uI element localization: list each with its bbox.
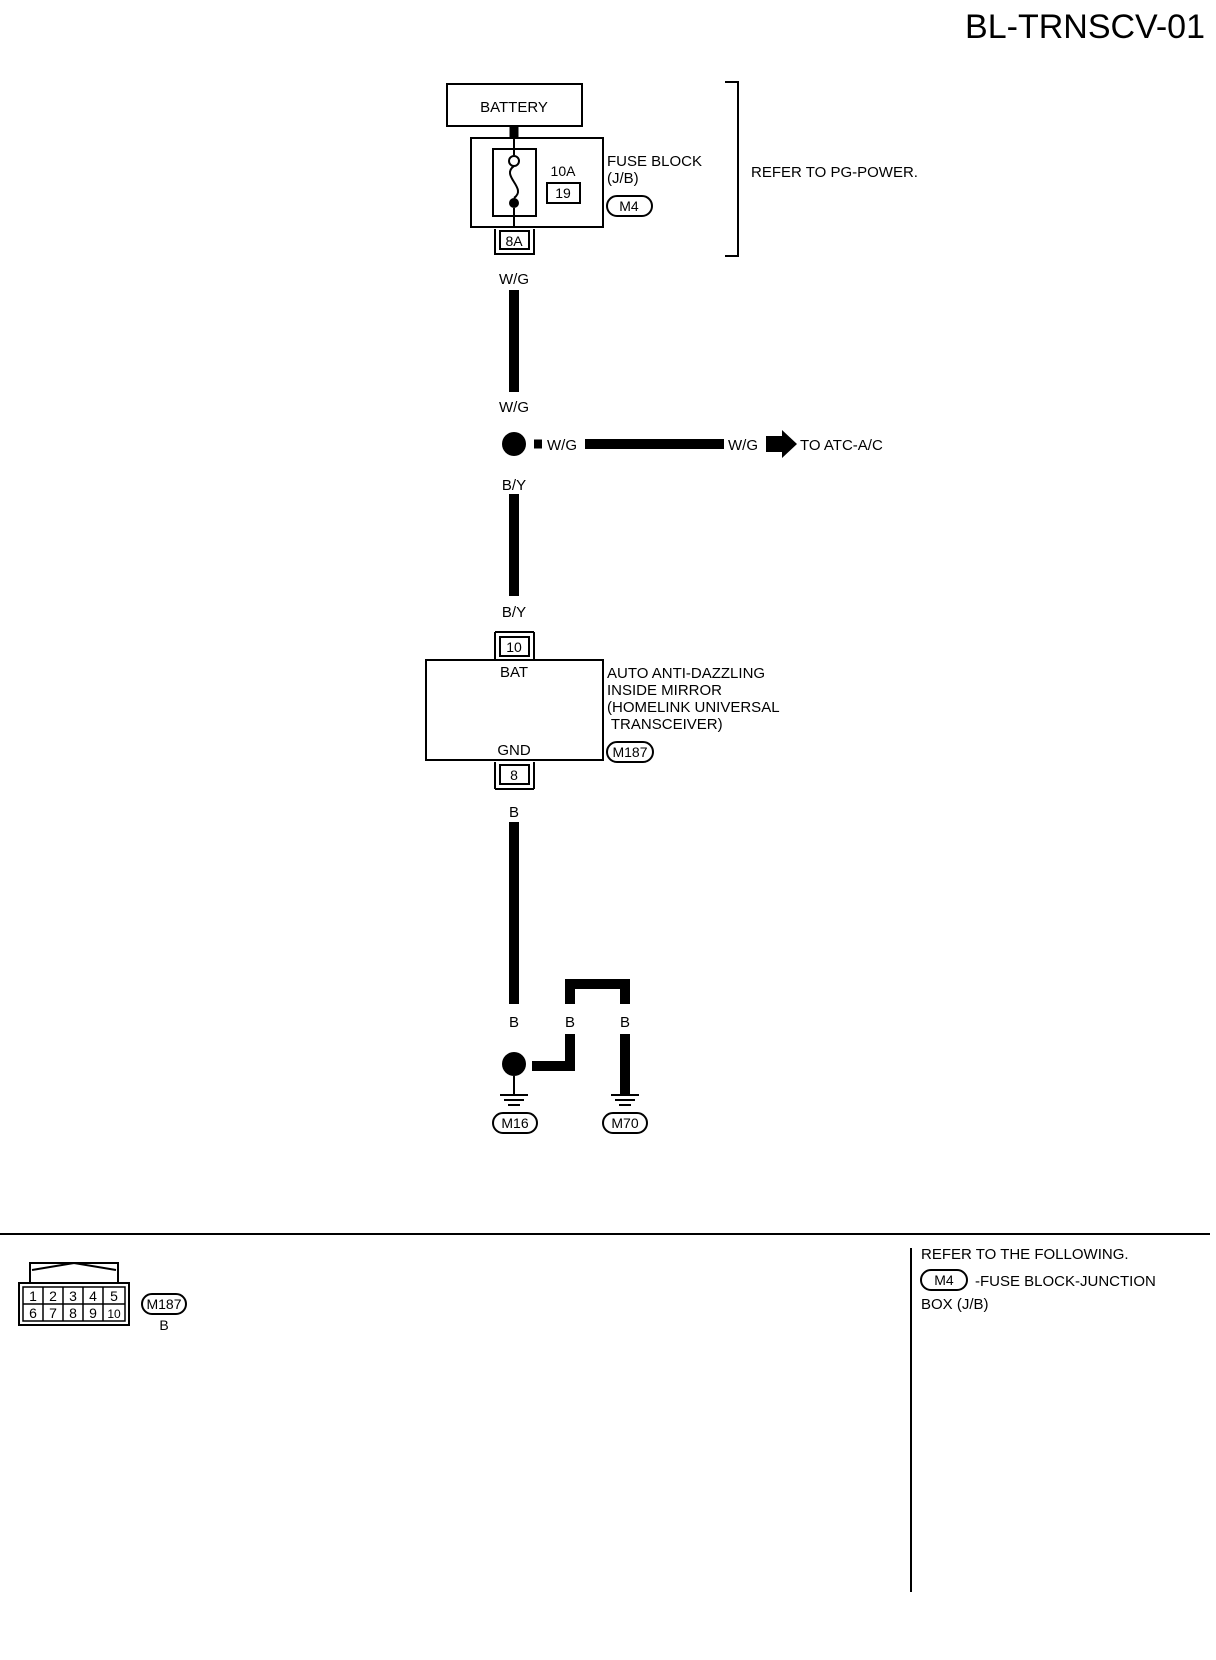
mirror-name-3: (HOMELINK UNIVERSAL bbox=[607, 699, 780, 716]
mirror-gnd-label: GND bbox=[497, 742, 531, 759]
fuse-block: 10A 19 bbox=[470, 137, 604, 228]
fuse-block-name: FUSE BLOCK bbox=[607, 153, 702, 170]
page-title: BL-TRNSCV-01 bbox=[965, 8, 1205, 46]
fuse-block-jb: (J/B) bbox=[607, 170, 639, 187]
wire-color-ground-mid: B bbox=[565, 1014, 575, 1031]
pin-8-box bbox=[499, 764, 530, 785]
fuse-terminal-top bbox=[508, 155, 520, 167]
connector-pin: 3 bbox=[69, 1288, 77, 1304]
connector-pin: 10 bbox=[107, 1307, 121, 1321]
connector-m4-tag bbox=[606, 195, 653, 217]
fuse-icon bbox=[508, 165, 520, 199]
connector-pin: 1 bbox=[29, 1288, 37, 1304]
ground-icon bbox=[500, 1094, 528, 1106]
wire-color-fuse-out: W/G bbox=[499, 271, 529, 288]
connector-m4-label: M4 bbox=[619, 198, 639, 214]
ground-m16-tag bbox=[492, 1112, 538, 1134]
ground-m70-tag bbox=[602, 1112, 648, 1134]
connector-pin: 8 bbox=[69, 1305, 77, 1321]
wire-color-branch-left: W/G bbox=[547, 437, 577, 454]
connector-body bbox=[18, 1282, 130, 1326]
arrow-right-icon bbox=[766, 430, 797, 458]
connector-face-label: M187 bbox=[146, 1296, 181, 1312]
fuse-block-outline bbox=[470, 137, 604, 228]
mirror-name-2: INSIDE MIRROR bbox=[607, 682, 722, 699]
connector-pin: 6 bbox=[29, 1305, 37, 1321]
fuse-rating: 10A bbox=[551, 163, 577, 179]
connector-pin: 5 bbox=[110, 1288, 118, 1304]
ground-splice-point bbox=[502, 1052, 526, 1076]
ground-m70-label: M70 bbox=[611, 1115, 638, 1131]
pin-10-box bbox=[499, 636, 530, 657]
wire-color-ground-splice: B bbox=[509, 1014, 519, 1031]
wire-color-mirror-out: B bbox=[509, 804, 519, 821]
refer-pg-power: REFER TO PG-POWER. bbox=[751, 164, 918, 181]
connector-latch bbox=[29, 1262, 119, 1282]
refer-heading: REFER TO THE FOLLOWING. bbox=[921, 1246, 1129, 1263]
mirror-bat-label: BAT bbox=[500, 664, 528, 681]
mirror-box bbox=[425, 659, 604, 761]
connector-face-m187: 1 2 3 4 5 6 7 8 9 10 bbox=[18, 1261, 130, 1326]
fuse-number-box bbox=[546, 182, 581, 204]
connector-latch-lock bbox=[31, 1261, 117, 1271]
pin-10-bracket bbox=[494, 631, 535, 659]
connector-m187-tag bbox=[606, 741, 654, 763]
wire-color-mirror-in: B/Y bbox=[502, 604, 526, 621]
fuse-terminal-bottom bbox=[509, 198, 519, 208]
ground-icon bbox=[611, 1094, 639, 1106]
terminal-8a-label: 8A bbox=[505, 233, 523, 249]
connector-pin: 7 bbox=[49, 1305, 57, 1321]
connector-face-tag bbox=[141, 1293, 187, 1315]
connector-m187-label: M187 bbox=[612, 744, 647, 760]
pin-8-bracket bbox=[494, 762, 535, 790]
wire-color-splice-out: B/Y bbox=[502, 477, 526, 494]
ground-m16-label: M16 bbox=[501, 1115, 528, 1131]
mirror-name-1: AUTO ANTI-DAZZLING bbox=[607, 665, 765, 682]
wire-b-to-splice bbox=[532, 1034, 575, 1071]
splice-point bbox=[502, 432, 526, 456]
pin-8-label: 8 bbox=[510, 767, 518, 783]
wire-color-ground-right: B bbox=[620, 1014, 630, 1031]
refer-m4-tag bbox=[920, 1269, 968, 1291]
connector-pin: 2 bbox=[49, 1288, 57, 1304]
pin-10-label: 10 bbox=[506, 639, 522, 655]
terminal-8a-bracket bbox=[494, 229, 535, 255]
wire-b-loop bbox=[565, 979, 630, 1004]
refer-m4-label: M4 bbox=[934, 1272, 954, 1288]
mirror-name-4: TRANSCEIVER) bbox=[607, 716, 723, 733]
wire-color-branch-right: W/G bbox=[728, 437, 758, 454]
battery-label: BATTERY bbox=[480, 99, 548, 116]
connector-color-code: B bbox=[159, 1317, 168, 1333]
refer-desc-2: BOX (J/B) bbox=[921, 1296, 989, 1313]
connector-pin: 9 bbox=[89, 1305, 97, 1321]
terminal-8a-box bbox=[499, 230, 530, 250]
refer-bracket bbox=[725, 81, 739, 257]
wire-color-splice-in: W/G bbox=[499, 399, 529, 416]
refer-desc-1: -FUSE BLOCK-JUNCTION bbox=[975, 1273, 1156, 1290]
branch-destination: TO ATC-A/C bbox=[800, 437, 883, 454]
fuse-number: 19 bbox=[555, 185, 571, 201]
connector-pin: 4 bbox=[89, 1288, 97, 1304]
